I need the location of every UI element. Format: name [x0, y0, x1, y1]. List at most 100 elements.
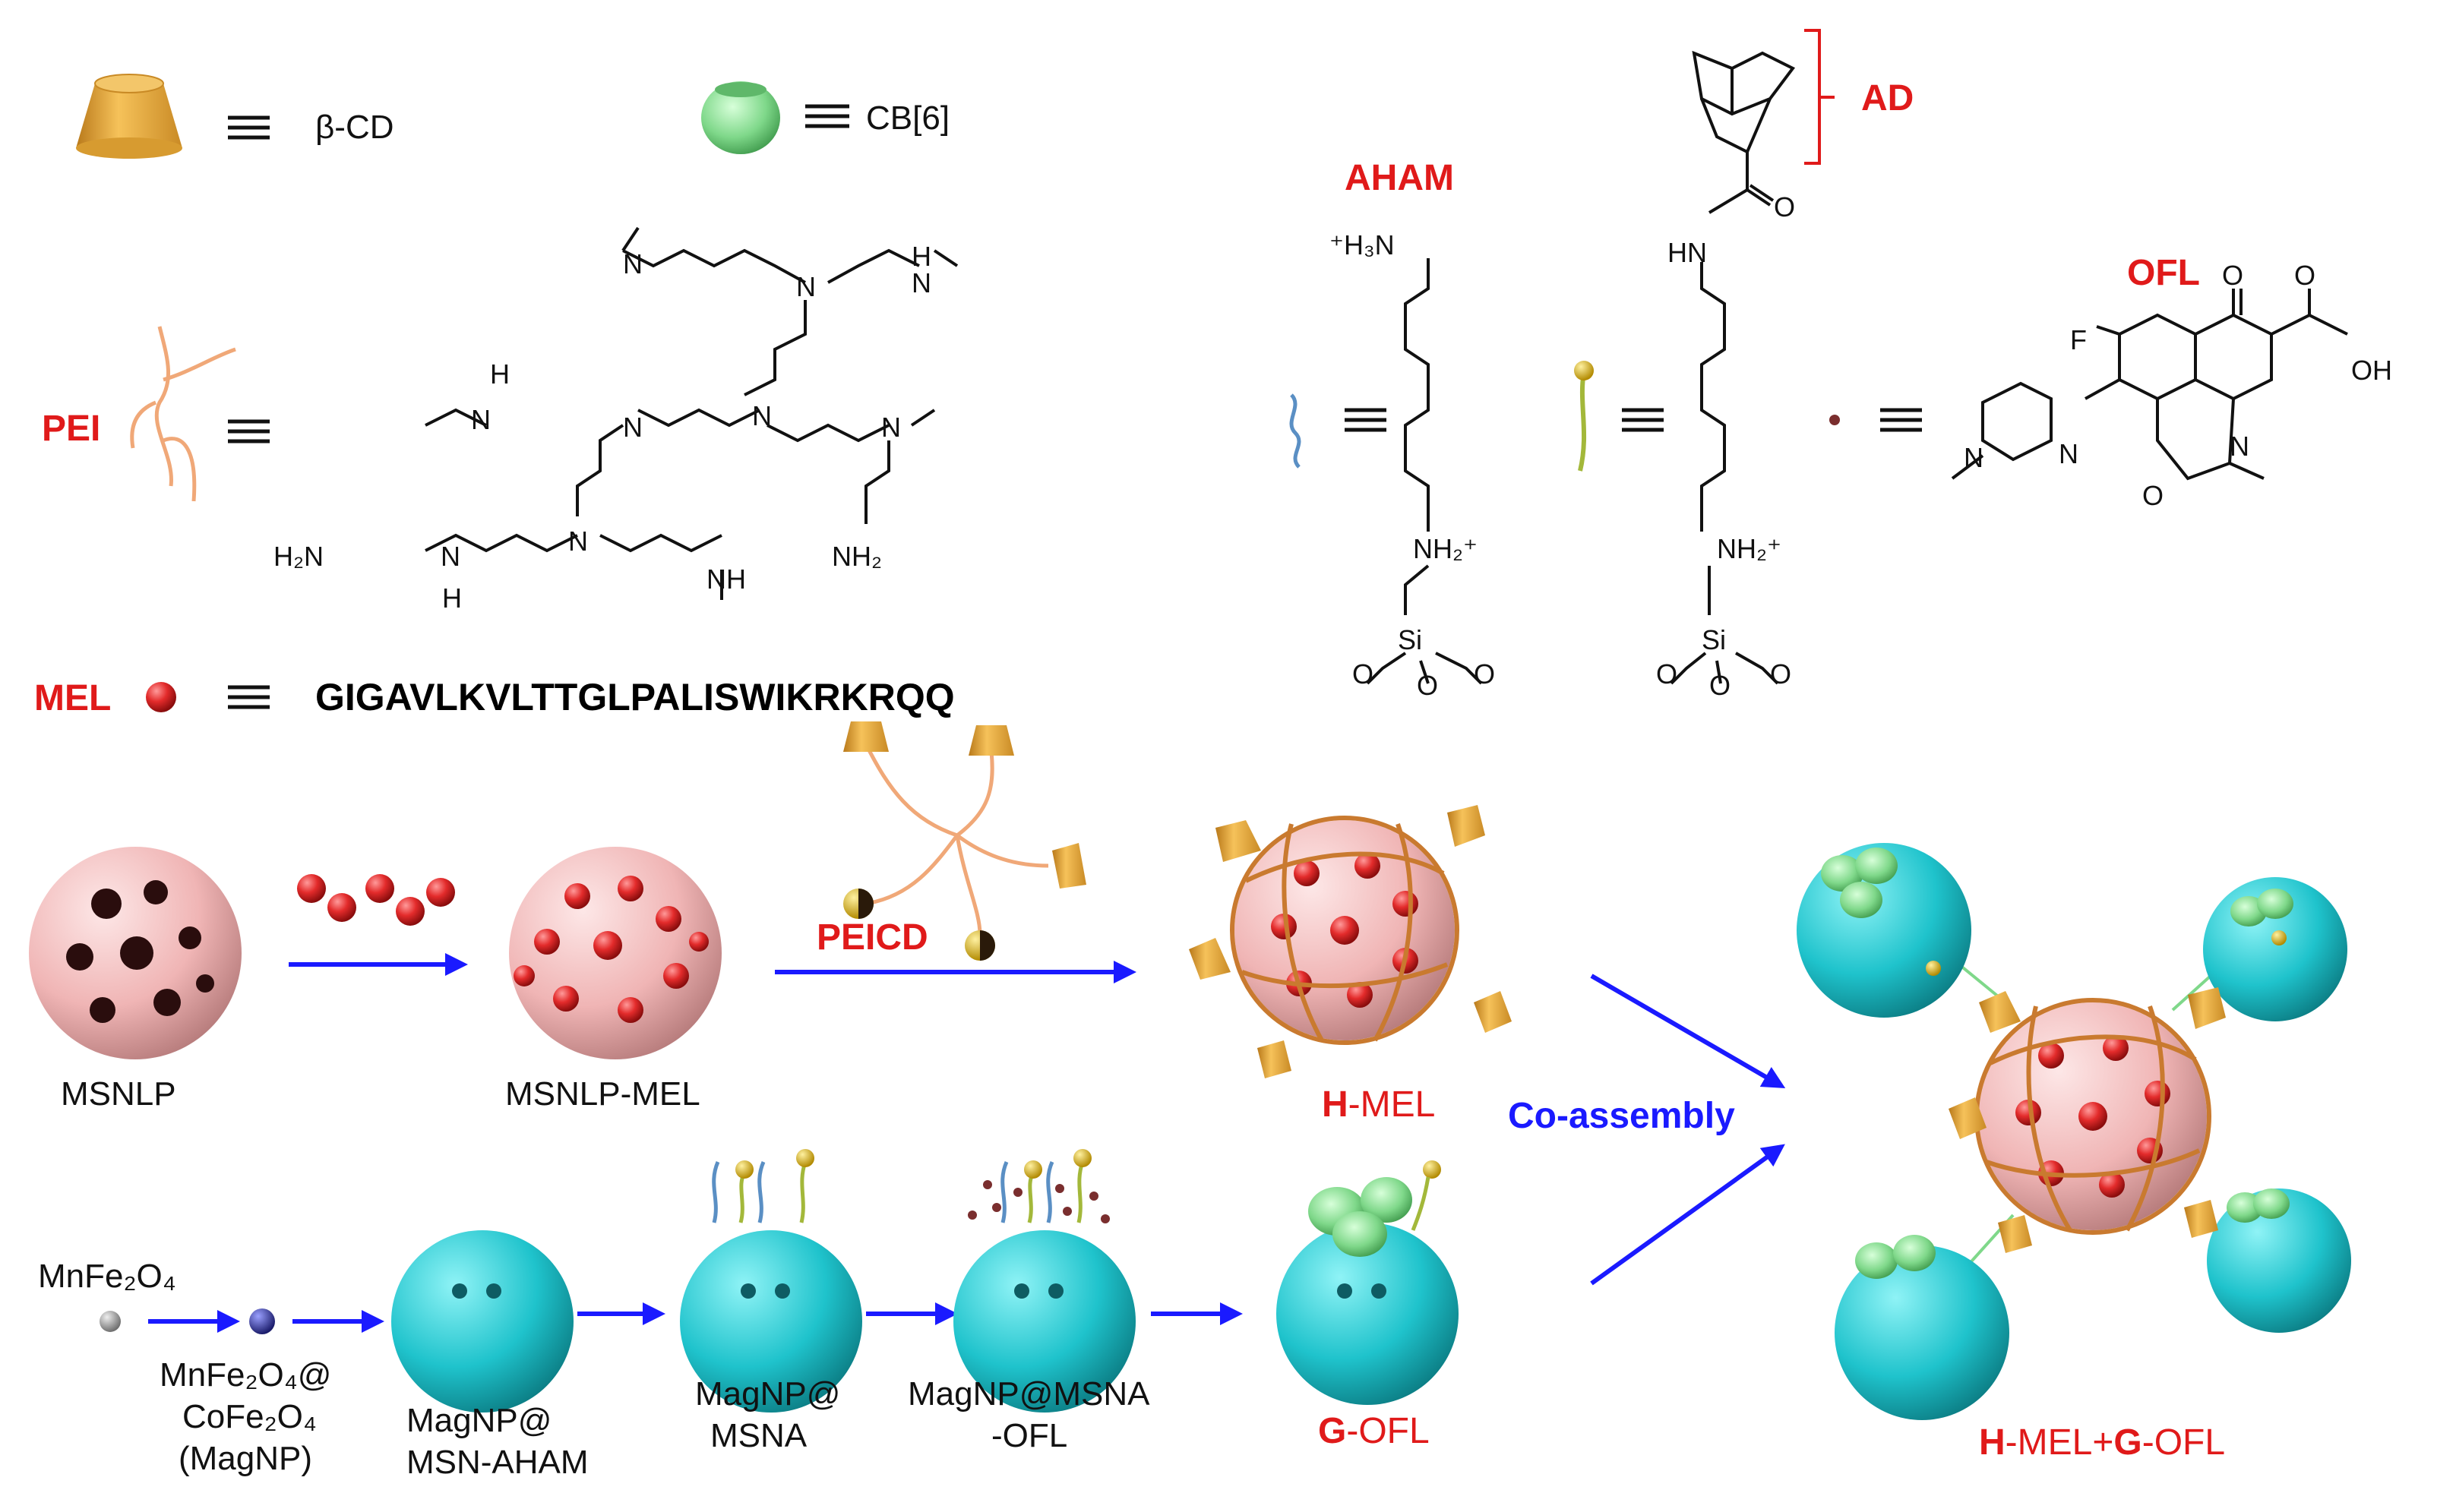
magnp-msna-particle: [680, 1149, 862, 1413]
msna-ofl-line2: -OFL: [991, 1417, 1067, 1454]
chem-n: N: [912, 267, 931, 298]
msna-ofl-line1: MagNP@MSNA: [908, 1375, 1150, 1413]
final-assembly: [1797, 843, 2351, 1420]
msnlp-mel-label: MSNLP-MEL: [505, 1075, 700, 1113]
ofl-n: N: [1964, 442, 1983, 473]
magnp-particle: [249, 1308, 275, 1334]
beta-cd-icon: [76, 74, 182, 159]
aham-chain: [1366, 258, 1483, 685]
arrow-coassembly-top: [1590, 974, 1786, 1089]
equiv-symbol: [805, 104, 849, 128]
magnp-msna-ofl-particle: [953, 1149, 1136, 1413]
chem-n: N: [471, 404, 491, 435]
aham-h3n: ⁺H₃N: [1329, 229, 1395, 260]
msnlp-particle: [29, 847, 242, 1059]
h-mel-suffix: -MEL: [1348, 1084, 1436, 1125]
cb6-label: CB[6]: [866, 99, 950, 137]
ad-o: O: [1709, 670, 1731, 701]
final-end: -OFL: [2142, 1422, 2225, 1463]
magnp-line2: CoFe₂O₄: [182, 1398, 317, 1435]
aham-si: Si: [1398, 624, 1422, 655]
aham-icon: [1289, 393, 1301, 469]
aham-label: AHAM: [1345, 158, 1454, 198]
equiv-symbol: [1622, 408, 1664, 432]
equiv-symbol: [1880, 408, 1922, 432]
chem-h: H: [442, 582, 462, 614]
ad-o: O: [1656, 658, 1677, 690]
mel-label: MEL: [34, 678, 111, 718]
mel-icon: [146, 682, 176, 712]
ofl-o: O: [2294, 260, 2315, 291]
ad-o: O: [1774, 191, 1795, 223]
ofl-o: O: [2222, 260, 2243, 291]
ad-hn: HN: [1667, 237, 1707, 268]
aham-o: O: [1474, 658, 1495, 690]
equiv-symbol: [228, 685, 270, 709]
mnfe2o4-particle: [100, 1311, 121, 1332]
ofl-n: N: [2059, 438, 2078, 469]
chem-n: N: [796, 271, 816, 302]
final-h: H: [1979, 1422, 2006, 1463]
h-mel-particle: [1189, 805, 1512, 1078]
h-mel-prefix: H: [1322, 1084, 1348, 1125]
ad-chain: [1670, 184, 1779, 685]
ad-label: AD: [1861, 78, 1914, 118]
msn-aham-line1: MagNP@: [406, 1402, 552, 1439]
chem-nh2: NH₂: [832, 541, 882, 572]
msna-line2: MSNA: [710, 1417, 808, 1454]
peicd-polymer: [843, 721, 1086, 961]
mel-peptides: [297, 874, 455, 926]
ad-nh2plus: NH₂⁺: [1717, 533, 1781, 564]
ofl-structure: [1951, 289, 2348, 481]
aham-ad-icon: [1574, 361, 1594, 472]
ad-o: O: [1770, 658, 1791, 690]
aham-o: O: [1417, 670, 1438, 701]
chem-n: N: [881, 412, 901, 443]
g-ofl-prefix: G: [1318, 1411, 1346, 1451]
peicd-label: PEICD: [817, 917, 928, 958]
aham-nh2plus: NH₂⁺: [1413, 533, 1478, 564]
mnfe2o4-label: MnFe₂O₄: [38, 1258, 176, 1295]
g-ofl-particle: [1276, 1160, 1459, 1405]
ofl-f: F: [2070, 324, 2087, 355]
chem-nh: H: [912, 241, 931, 272]
ofl-label: OFL: [2127, 253, 2200, 293]
msna-line1: MagNP@: [695, 1375, 840, 1413]
chem-n: N: [441, 541, 460, 572]
equiv-symbol: [228, 115, 270, 140]
msnlp-mel-particle: [509, 847, 722, 1059]
chem-n: N: [623, 248, 643, 279]
equiv-symbol: [1345, 408, 1386, 432]
arrow-coassembly-bottom: [1590, 1144, 1785, 1286]
chem-h2n: H₂N: [273, 541, 324, 572]
mel-sequence: GIGAVLKVLTTGLPALISWIKRKRQQ: [315, 676, 955, 718]
ofl-o: O: [2142, 480, 2164, 511]
final-mid: -MEL+: [2006, 1422, 2114, 1463]
magnp-line1: MnFe₂O₄@: [160, 1356, 331, 1394]
g-ofl-label: G-OFL: [1318, 1411, 1430, 1451]
pei-structure: [425, 226, 959, 600]
magnp-line3: (MagNP): [179, 1440, 312, 1477]
chem-n: N: [623, 412, 643, 443]
chem-n: N: [568, 526, 588, 557]
h-mel-label: H-MEL: [1322, 1084, 1435, 1125]
msnlp-label: MSNLP: [61, 1075, 176, 1113]
msn-aham-line2: MSN-AHAM: [406, 1444, 589, 1481]
cb6-icon: [701, 81, 780, 154]
pei-label: PEI: [42, 409, 100, 449]
ad-si: Si: [1702, 624, 1726, 655]
magnp-msn-aham-particle: [391, 1230, 574, 1413]
g-ofl-suffix: -OFL: [1346, 1411, 1429, 1451]
ofl-oh: OH: [2351, 355, 2392, 386]
ad-bracket: [1804, 29, 1835, 165]
adamantane-cage: [1692, 50, 1796, 190]
chem-h: H: [490, 358, 510, 390]
final-g: G: [2113, 1422, 2141, 1463]
chem-nh: NH: [706, 563, 746, 595]
chem-n: N: [752, 400, 772, 431]
equiv-symbol: [228, 419, 270, 443]
co-assembly-label: Co-assembly: [1508, 1096, 1735, 1136]
final-label: H-MEL+G-OFL: [1979, 1422, 2225, 1463]
pei-icon: [130, 326, 236, 502]
